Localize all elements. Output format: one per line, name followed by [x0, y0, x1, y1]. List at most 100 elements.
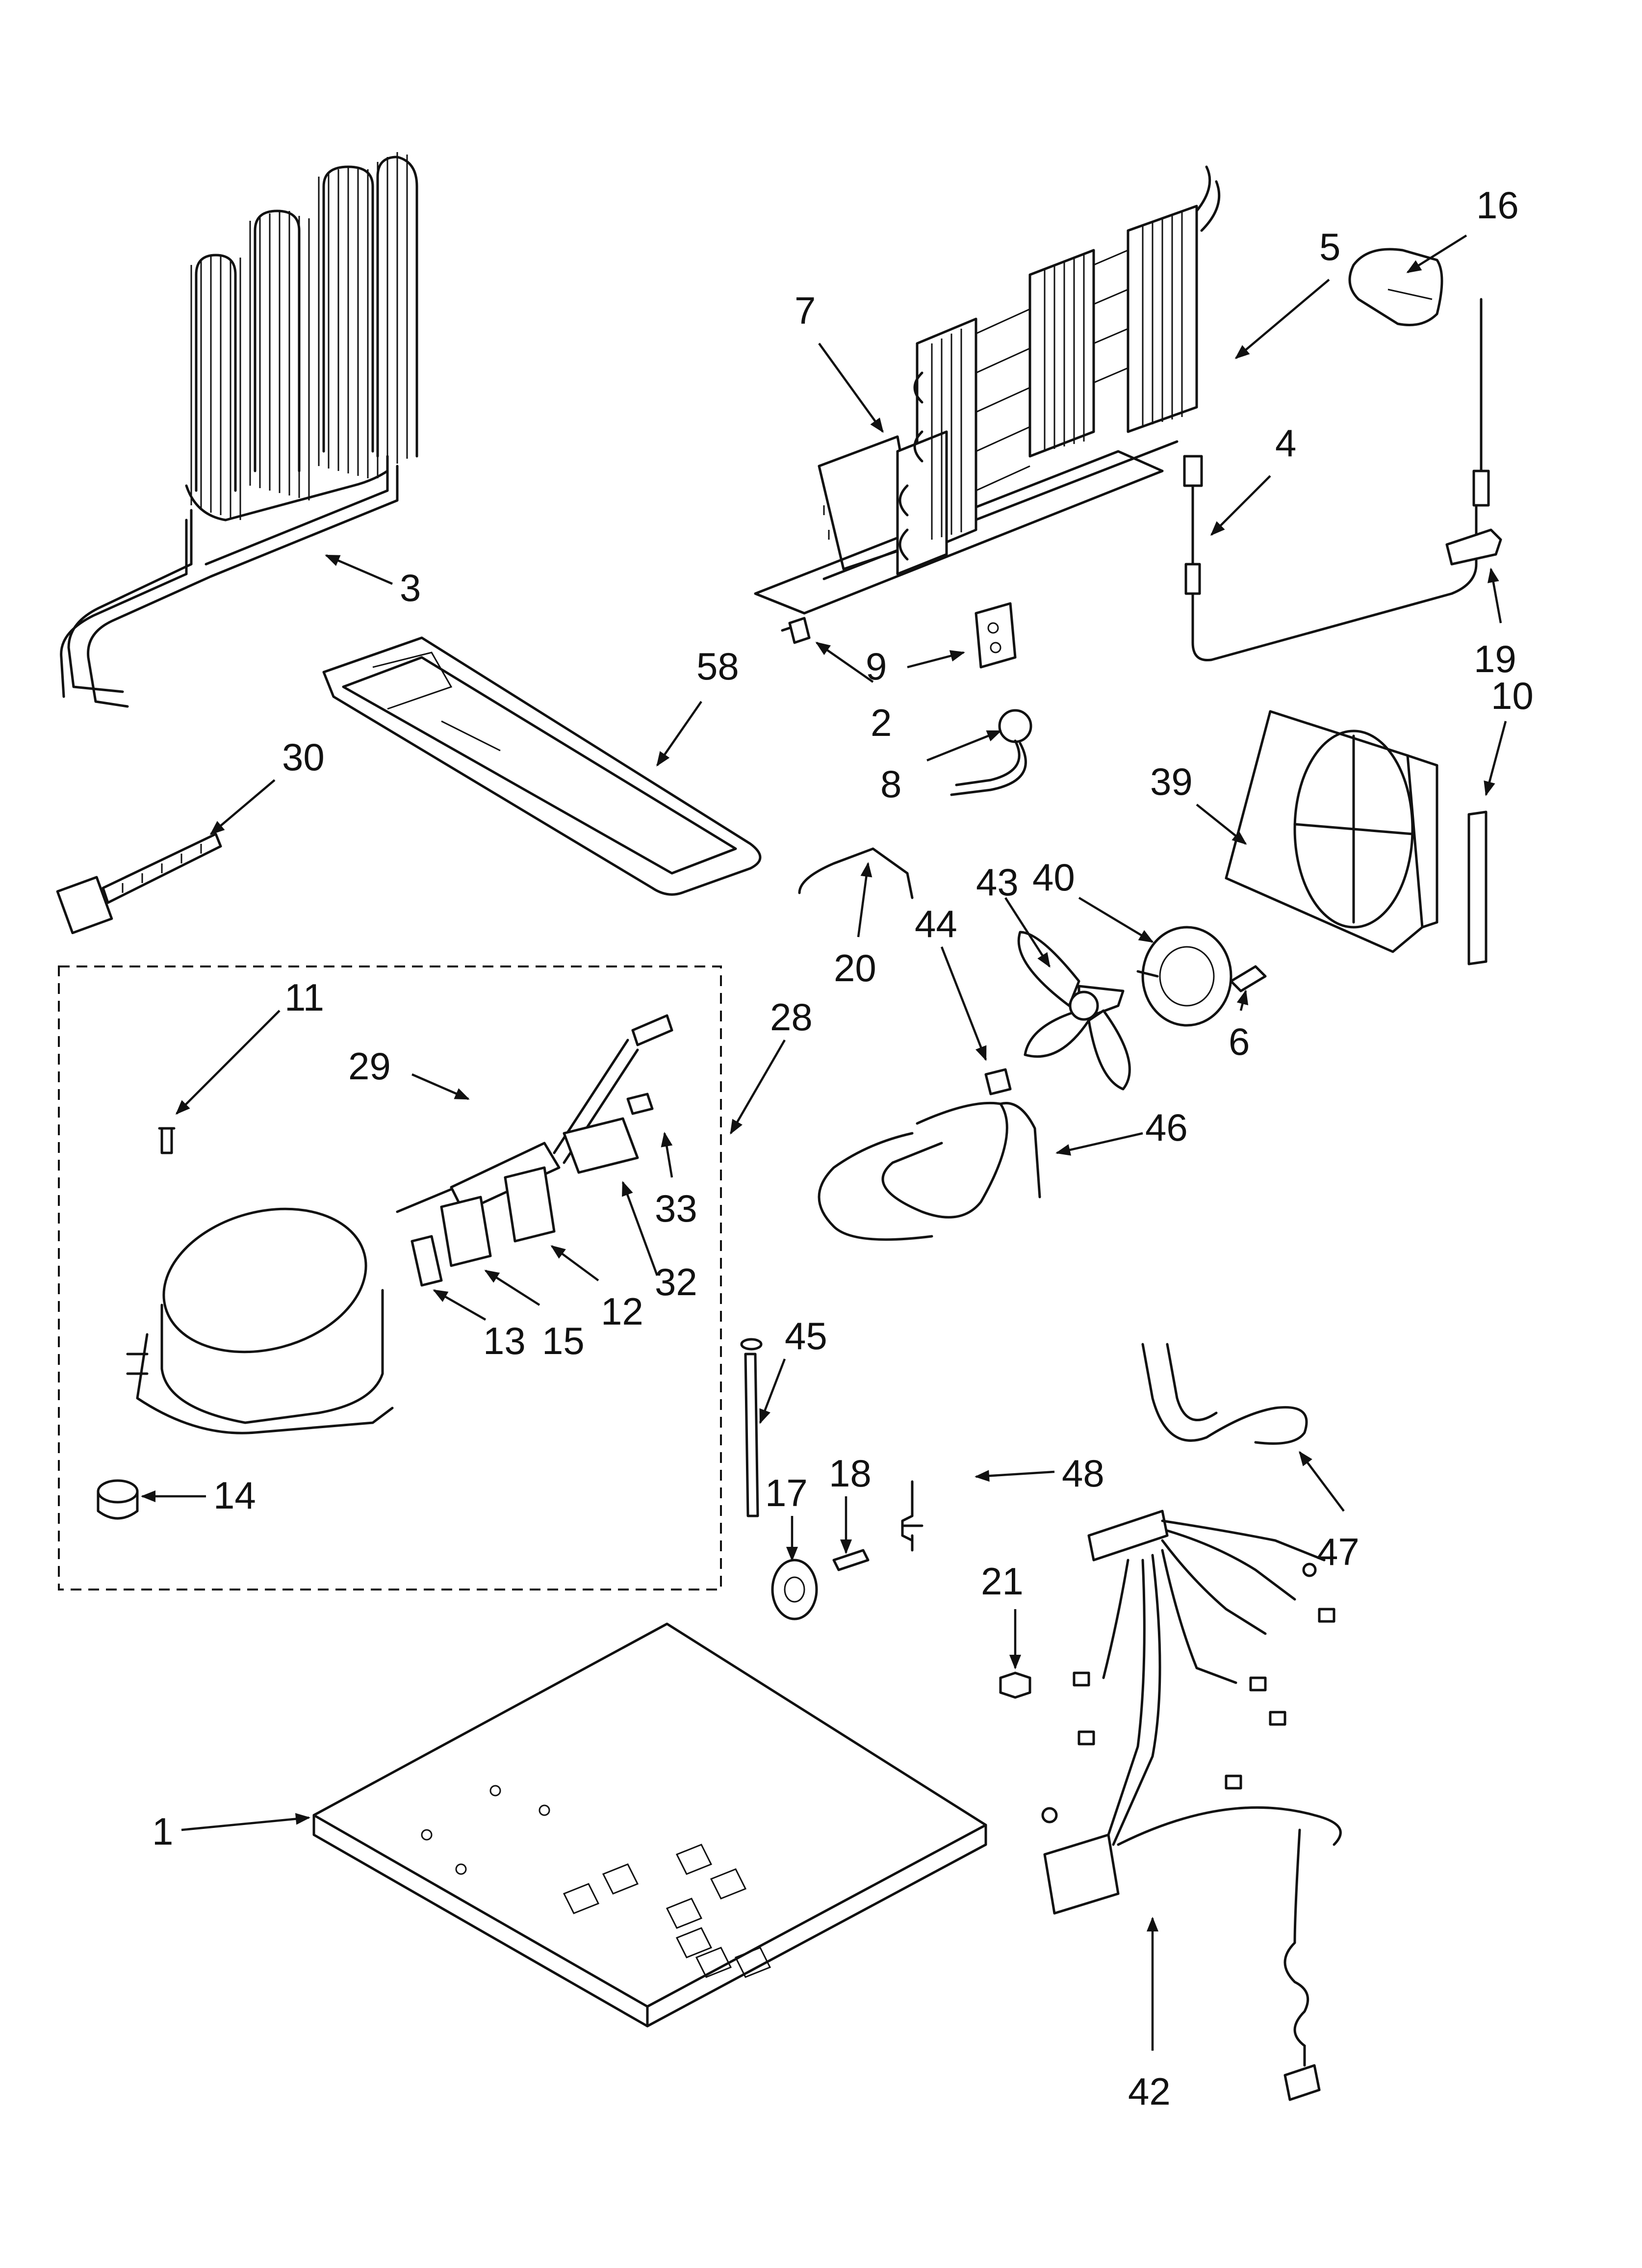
leader-48	[975, 1470, 1055, 1482]
callout-33: 33	[655, 1187, 697, 1230]
callout-58: 58	[696, 645, 739, 688]
leader-19	[1488, 568, 1502, 624]
cover-part-32	[563, 1117, 639, 1174]
fan-blade-part-43	[1017, 931, 1131, 1091]
callout-29: 29	[348, 1044, 391, 1088]
roller-part-17	[771, 1559, 818, 1620]
tube-part-46	[818, 1101, 1041, 1241]
clip-part-13	[410, 1235, 443, 1287]
leader-43	[1004, 897, 1051, 968]
leader-6	[1236, 990, 1249, 1011]
tube-part-48	[901, 1480, 924, 1552]
overload-part-12	[504, 1166, 556, 1243]
leader-12	[550, 1245, 599, 1281]
relay-part-15	[440, 1196, 492, 1267]
callout-46: 46	[1145, 1106, 1188, 1149]
base-part-1	[312, 1622, 987, 2028]
leader-8	[926, 730, 1002, 762]
leader-29	[411, 1073, 470, 1100]
leader-1	[181, 1813, 310, 1831]
nut-part-21	[999, 1671, 1031, 1699]
retainer-part-44	[984, 1068, 1012, 1095]
compressor	[126, 1207, 394, 1434]
callout-4: 4	[1275, 421, 1296, 465]
callout-8: 8	[880, 762, 901, 806]
leader-7	[818, 342, 884, 433]
callout-44: 44	[915, 902, 957, 945]
callout-17: 17	[765, 1471, 808, 1514]
leader-lines	[141, 235, 1507, 2051]
evaporator-part-7	[754, 165, 1221, 615]
callout-30: 30	[282, 735, 325, 779]
defrost-thermostat-part-8	[950, 709, 1032, 796]
leader-5	[1234, 279, 1330, 359]
callout-42: 42	[1128, 2070, 1171, 2113]
fan-shroud-part-39	[1225, 710, 1438, 953]
leader-3	[325, 554, 393, 585]
grommet-part-14	[97, 1479, 139, 1520]
callout-2: 2	[871, 701, 892, 744]
leader-39	[1196, 804, 1247, 845]
callout-12: 12	[601, 1290, 643, 1333]
clip-part-19	[1445, 528, 1502, 566]
axle-part-18	[832, 1549, 870, 1571]
callout-48: 48	[1062, 1452, 1104, 1495]
leader-47	[1299, 1451, 1345, 1512]
leader-28	[730, 1039, 786, 1135]
callout-1: 1	[152, 1810, 173, 1853]
screw-part-11	[158, 1127, 176, 1154]
strip-part-10	[1467, 810, 1488, 965]
leader-2	[815, 642, 874, 683]
callout-14: 14	[213, 1474, 256, 1517]
leader-13	[433, 1289, 487, 1321]
callout-45: 45	[785, 1314, 827, 1357]
callout-43: 43	[976, 860, 1019, 904]
drain-pan-part-58	[322, 636, 762, 896]
leader-15	[484, 1270, 540, 1306]
wire-harness-part-42	[1041, 1510, 1342, 2101]
leader-4	[1210, 475, 1271, 536]
callout-28: 28	[770, 995, 813, 1039]
callout-6: 6	[1229, 1020, 1250, 1063]
callout-3: 3	[400, 566, 421, 609]
leader-9	[907, 650, 965, 669]
callout-47: 47	[1317, 1530, 1360, 1573]
callout-16: 16	[1476, 183, 1519, 227]
leader-46	[1055, 1132, 1143, 1156]
leader-11	[175, 1010, 281, 1115]
leader-16	[1406, 235, 1467, 273]
leader-40	[1078, 897, 1154, 943]
screw-part-6	[1230, 965, 1267, 992]
leader-10	[1484, 721, 1507, 796]
callout-15: 15	[542, 1319, 585, 1362]
pin-part-45	[740, 1338, 763, 1517]
callout-40: 40	[1032, 856, 1075, 899]
leader-32	[621, 1181, 659, 1276]
callout-10: 10	[1491, 674, 1534, 717]
clip-part-20	[798, 847, 914, 899]
condenser-coil-part-3	[60, 152, 418, 708]
callout-9: 9	[866, 645, 887, 688]
compressor-group-box	[58, 965, 722, 1590]
callout-19: 19	[1474, 637, 1516, 680]
leader-44	[940, 946, 987, 1061]
callout-39: 39	[1150, 760, 1193, 803]
leader-45	[759, 1358, 786, 1424]
fan-motor-part-40	[1136, 926, 1232, 1027]
callout-18: 18	[829, 1452, 872, 1495]
sensor-wire-part-4	[1183, 298, 1490, 662]
callout-32: 32	[655, 1260, 697, 1303]
bracket-part-9	[975, 602, 1017, 669]
leader-33	[661, 1132, 673, 1178]
callout-13: 13	[483, 1319, 526, 1362]
callout-11: 11	[284, 976, 324, 1019]
screw-part-33	[626, 1093, 654, 1115]
tube-part-47	[1141, 1343, 1308, 1445]
leader-58	[656, 701, 702, 767]
leader-30	[209, 779, 276, 835]
cable-tie-part-30	[56, 833, 222, 935]
callout-5: 5	[1319, 225, 1340, 268]
callout-7: 7	[795, 289, 816, 332]
callout-labels: 3 58 30 7 5 16 4 19 9 2 8 10 39 20 40 43…	[152, 183, 1534, 2113]
